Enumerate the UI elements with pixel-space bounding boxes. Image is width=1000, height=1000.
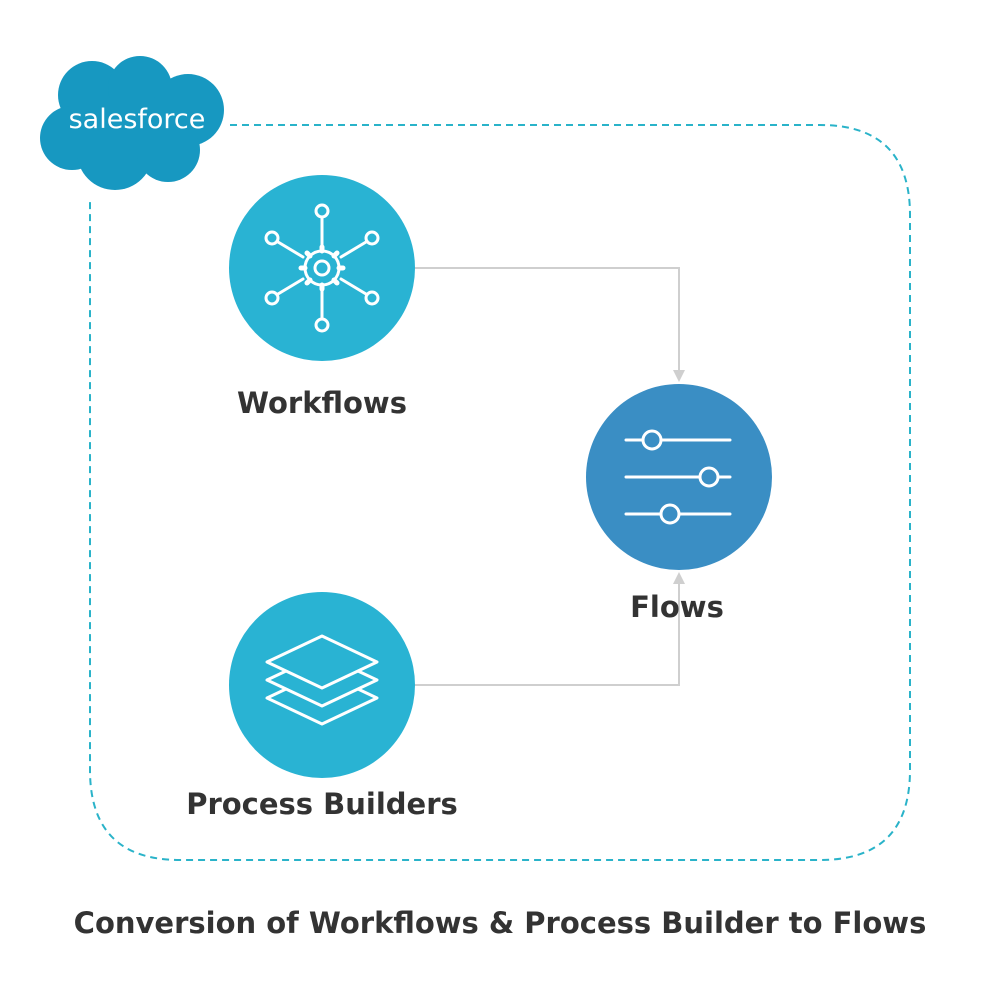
network-gear-icon <box>264 203 380 333</box>
salesforce-logo-text: salesforce <box>68 104 206 135</box>
layers-icon <box>265 634 379 726</box>
flows-label: Flows <box>630 590 724 624</box>
sliders-icon <box>624 429 732 525</box>
connector-process-builders-to-flows <box>415 572 685 686</box>
container-border <box>89 124 911 861</box>
workflows-node <box>229 175 415 361</box>
flows-node <box>586 384 772 570</box>
salesforce-cloud-logo <box>40 56 224 190</box>
process-builders-label: Process Builders <box>186 787 458 821</box>
workflows-label: Workflows <box>237 386 407 420</box>
diagram-caption: Conversion of Workflows & Process Builde… <box>73 906 927 940</box>
connector-workflows-to-flows <box>415 267 685 382</box>
process-builders-node <box>229 592 415 778</box>
